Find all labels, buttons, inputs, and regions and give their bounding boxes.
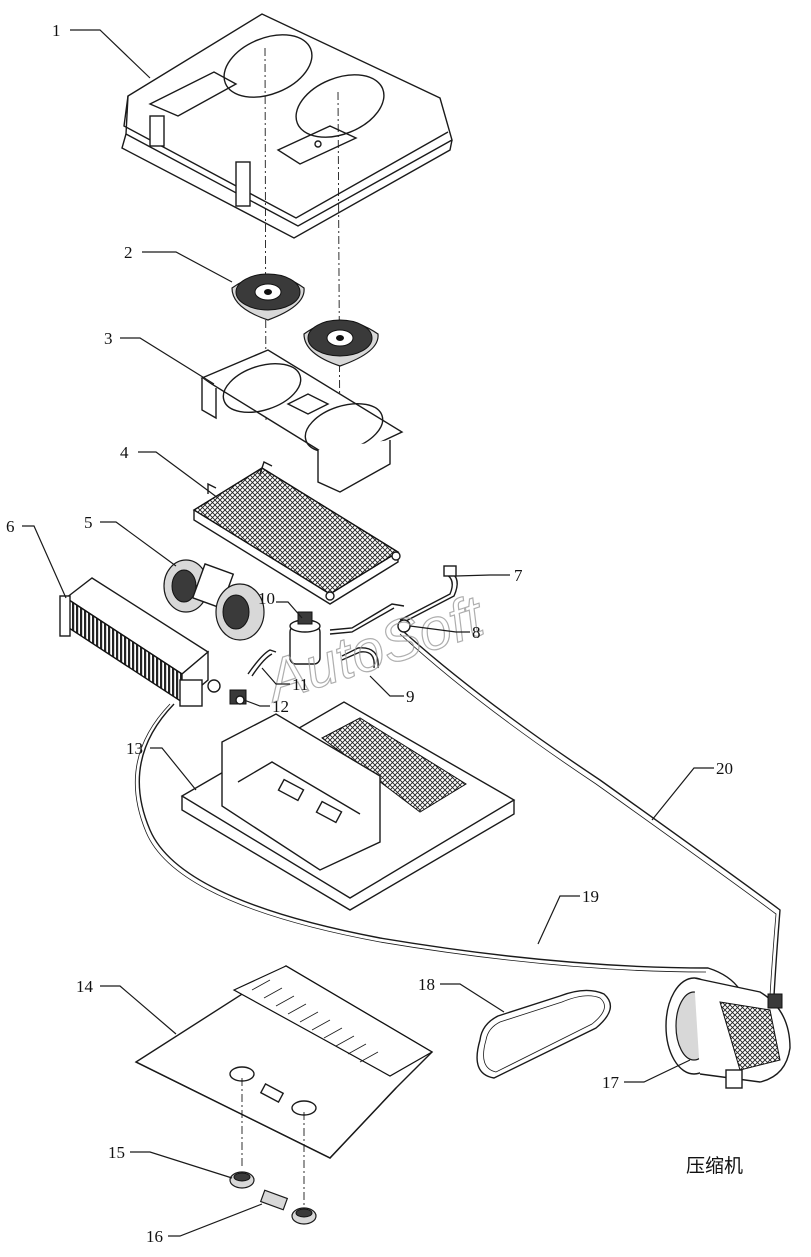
part-6-evaporator xyxy=(59,577,221,707)
callout-16: 16 xyxy=(146,1227,163,1246)
part-10-receiver-drier xyxy=(289,611,321,665)
callout-5: 5 xyxy=(84,513,93,532)
part-13-base-frame xyxy=(180,701,516,911)
callout-9: 9 xyxy=(406,687,415,706)
callout-11: 11 xyxy=(292,675,308,694)
part-9-pipe xyxy=(341,647,379,669)
part-5-blower xyxy=(163,559,265,641)
part-2-condenser-fans xyxy=(231,273,379,367)
callout-10: 10 xyxy=(258,589,275,608)
callout-7: 7 xyxy=(514,566,523,585)
fan-left xyxy=(231,273,305,321)
fan-right xyxy=(303,319,379,367)
part-17-compressor xyxy=(665,977,791,1089)
part-1-top-cover xyxy=(121,13,453,239)
callout-14: 14 xyxy=(76,977,94,996)
callout-20: 20 xyxy=(716,759,733,778)
callout-6: 6 xyxy=(6,517,15,536)
callout-12: 12 xyxy=(272,697,289,716)
callout-13: 13 xyxy=(126,739,143,758)
part-11-pipe xyxy=(247,649,277,677)
part-8-pipe xyxy=(329,603,411,635)
callout-8: 8 xyxy=(472,623,481,642)
part-19-hose xyxy=(138,703,741,991)
callout-labels: 1 2 3 4 5 6 7 8 9 10 11 12 13 14 15 16 1… xyxy=(6,21,733,1246)
compressor-label: 压缩机 xyxy=(686,1155,743,1177)
part-16-plug xyxy=(259,1189,317,1225)
part-3-fan-bracket xyxy=(200,349,404,493)
part-12-expansion-valve xyxy=(229,689,247,705)
callout-19: 19 xyxy=(582,887,599,906)
callout-2: 2 xyxy=(124,243,133,262)
part-15-grommet xyxy=(229,1171,255,1189)
callout-15: 15 xyxy=(108,1143,125,1162)
callout-3: 3 xyxy=(104,329,113,348)
hoses xyxy=(134,631,781,997)
callout-17: 17 xyxy=(602,1073,620,1092)
part-7-pipe xyxy=(399,565,458,623)
leader-lines xyxy=(22,29,714,1237)
callout-1: 1 xyxy=(52,21,61,40)
part-18-belt xyxy=(476,989,612,1079)
part-4-condenser xyxy=(192,461,401,605)
watermark: AutoSoft xyxy=(256,583,493,715)
part-20-hose xyxy=(403,631,781,997)
louvers xyxy=(251,979,379,1063)
callout-4: 4 xyxy=(120,443,129,462)
part-14-bottom-cover xyxy=(134,965,434,1210)
callout-18: 18 xyxy=(418,975,435,994)
